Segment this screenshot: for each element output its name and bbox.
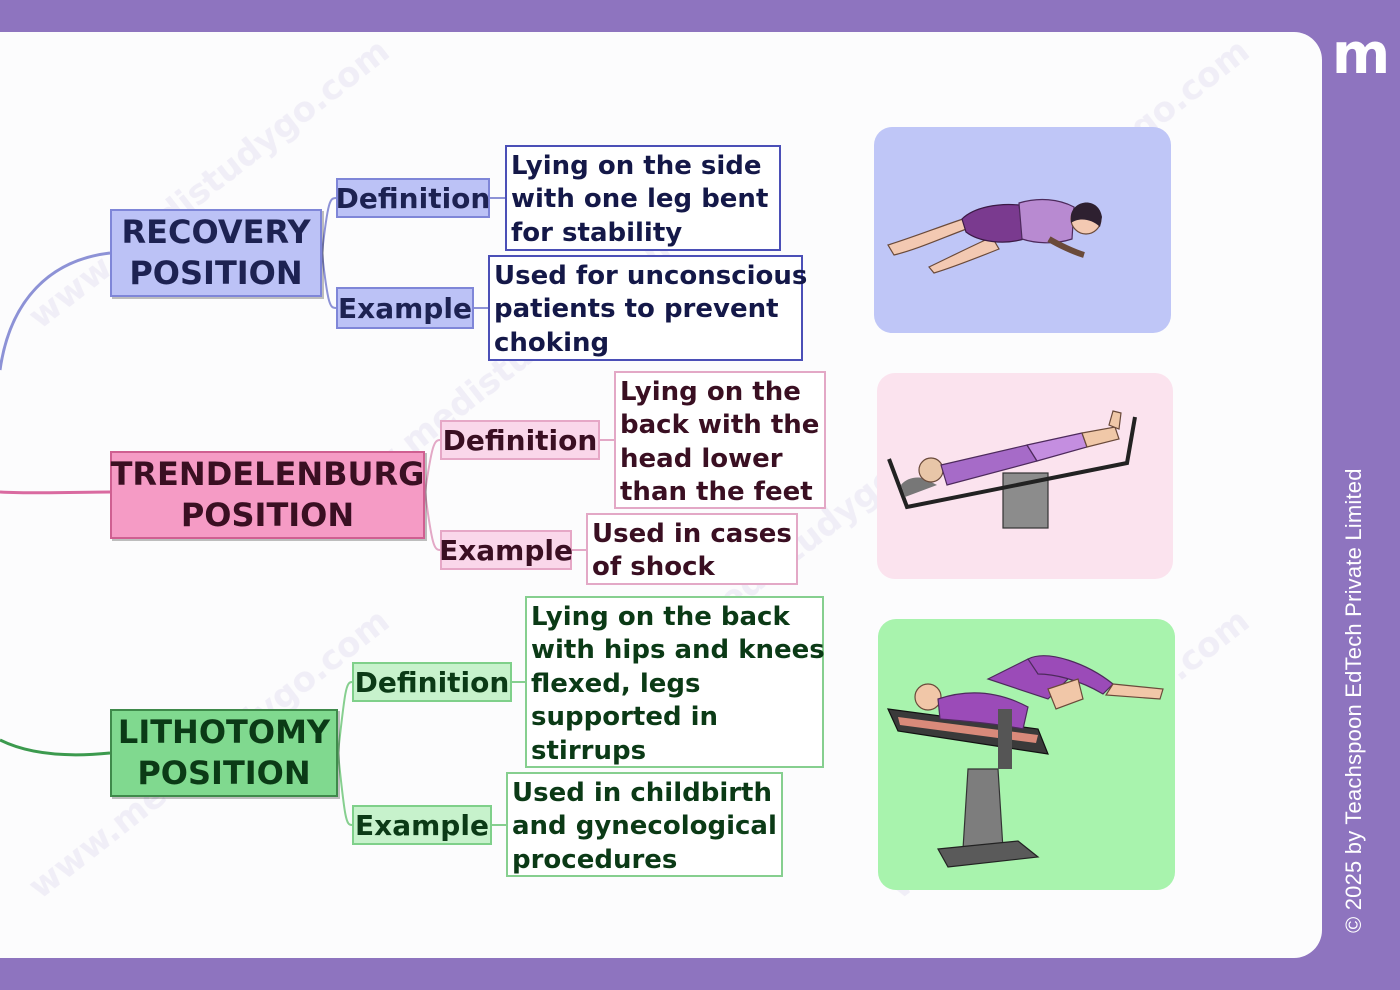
- lithotomy-position-illustration: [878, 619, 1175, 890]
- trendelenburg-title-line-1: TRENDELENBURG: [110, 455, 425, 493]
- text-line: supported in: [531, 702, 719, 733]
- recovery-example-text: Used for unconscious patients to prevent…: [488, 255, 808, 361]
- text-line: head lower: [620, 443, 783, 474]
- text-line: than the feet: [620, 477, 813, 508]
- trendelenburg-definition-label: Definition: [440, 420, 600, 460]
- trendelenburg-position-node: TRENDELENBURG POSITION: [110, 451, 425, 539]
- brand-logo: m: [1326, 24, 1396, 86]
- text-line: with one leg bent: [511, 184, 769, 215]
- recovery-example-label: Example: [336, 287, 474, 329]
- text-line: flexed, legs: [531, 668, 701, 699]
- text-line: stirrups: [531, 735, 647, 766]
- text-line: procedures: [512, 844, 678, 875]
- copyright-notice: © 2025 by Teachspoon EdTech Private Limi…: [1341, 468, 1366, 933]
- text-line: back with the: [620, 410, 820, 441]
- logo-letter: m: [1331, 22, 1391, 87]
- recovery-position-node: RECOVERY POSITION: [110, 209, 322, 297]
- lithotomy-definition-label: Definition: [352, 662, 512, 702]
- lithotomy-position-node: LITHOTOMY POSITION: [110, 709, 338, 797]
- trendelenburg-position-illustration: [877, 373, 1173, 579]
- text-line: Used in cases: [592, 519, 792, 549]
- trendelenburg-title-line-2: POSITION: [180, 496, 355, 534]
- lithotomy-example-text: Used in childbirth and gynecological pro…: [506, 772, 783, 877]
- text-line: Used for unconscious: [494, 261, 808, 291]
- lithotomy-definition-text: Lying on the back with hips and knees fl…: [525, 596, 825, 768]
- recovery-title-line-1: RECOVERY: [121, 213, 311, 251]
- trendelenburg-example-text: Used in cases of shock: [586, 513, 798, 585]
- text-line: Used in childbirth: [512, 778, 772, 808]
- text-line: and gynecological: [512, 811, 777, 842]
- lithotomy-title-line-2: POSITION: [137, 754, 311, 792]
- recovery-position-illustration: [874, 127, 1171, 333]
- lithotomy-example-label: Example: [352, 805, 492, 845]
- trendelenburg-definition-text: Lying on the back with the head lower th…: [614, 371, 826, 509]
- text-line: for stability: [511, 217, 683, 248]
- text-line: Lying on the side: [511, 151, 762, 181]
- text-line: with hips and knees: [531, 635, 825, 666]
- recovery-definition-label: Definition: [336, 178, 490, 218]
- text-line: patients to prevent: [494, 294, 779, 325]
- lithotomy-title-line-1: LITHOTOMY: [117, 713, 331, 751]
- text-line: of shock: [592, 552, 715, 583]
- text-line: Lying on the back: [531, 602, 790, 632]
- text-line: Lying on the: [620, 377, 801, 407]
- text-line: choking: [494, 327, 610, 358]
- recovery-definition-text: Lying on the side with one leg bent for …: [505, 145, 781, 251]
- trendelenburg-example-label: Example: [439, 530, 573, 570]
- recovery-title-line-2: POSITION: [129, 254, 303, 292]
